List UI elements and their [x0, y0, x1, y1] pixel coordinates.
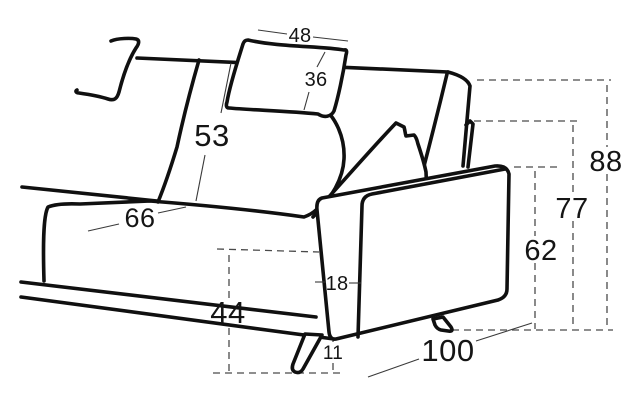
adjacent-headrest-outline: [74, 36, 141, 102]
dimension-leader-lines: [87, 29, 533, 378]
cushion-width-leader-right: [312, 36, 349, 42]
dimension-labels: 48 36 53 66 44 18 11 100 62 77 88: [124, 25, 622, 368]
sofa-line-art: [19, 36, 511, 375]
cushion-height-leader-top: [316, 51, 326, 68]
armrest-front-seam: [356, 167, 507, 339]
backrest-height-leader-top: [220, 62, 232, 114]
overall-depth-leader-right: [475, 322, 533, 342]
backrest-right-edge: [446, 70, 472, 168]
headrest-cushion-outline: [224, 38, 349, 119]
backrest-front-right-edge: [421, 72, 449, 172]
dim-label-back-frame-height: 77: [555, 193, 588, 225]
backrest-height-leader-bottom: [195, 154, 206, 202]
dim-label-armrest-width: 18: [326, 273, 349, 295]
dim-label-overall-height: 88: [589, 146, 622, 178]
backrest-side-panel: [464, 119, 475, 169]
seat-cushion-edge: [41, 199, 318, 283]
cushion-height-leader-bottom: [303, 91, 310, 111]
base-band-bottom-line: [19, 295, 336, 341]
backrest-left-edge: [156, 58, 201, 204]
seat-depth-leader-left: [87, 223, 120, 232]
front-leg: [290, 332, 324, 375]
cushion-width-leader-left: [257, 29, 288, 35]
adjacent-backrest-line: [20, 185, 159, 203]
right-leg: [431, 315, 454, 333]
dashed-projection-lines: [213, 79, 613, 374]
base-band-top-line: [19, 280, 318, 319]
overall-depth-leader-left: [367, 358, 420, 378]
dim-label-cushion-height: 36: [305, 69, 328, 91]
dim-label-seat-depth: 66: [124, 203, 155, 233]
dim-label-leg-height: 11: [323, 343, 343, 364]
dim-label-seat-height: 44: [210, 295, 245, 330]
dim-label-cushion-width: 48: [289, 25, 312, 47]
dim-label-overall-depth: 100: [421, 333, 474, 368]
dim-label-armrest-height: 62: [524, 235, 557, 267]
seat-height-extension-line: [216, 248, 320, 253]
seat-depth-leader-right: [157, 206, 187, 214]
dim-label-backrest-height: 53: [194, 118, 229, 153]
armrest-outline: [315, 164, 511, 341]
